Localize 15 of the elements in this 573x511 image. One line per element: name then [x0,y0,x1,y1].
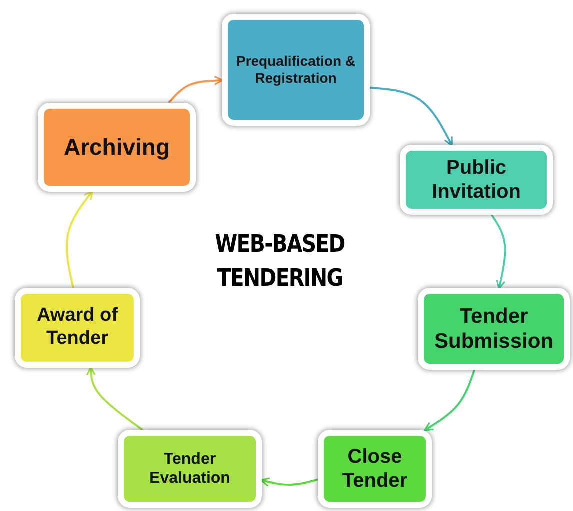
step-label: Tender Evaluation [148,450,232,488]
step-label: Close Tender [341,445,409,493]
arrow [86,366,144,431]
arrow [260,478,318,487]
step-label: Archiving [64,134,170,162]
step-label: Prequalification & Registration [235,53,357,87]
arrow [370,86,453,146]
arrow [491,214,506,290]
arrow [424,370,476,432]
step-label: Public Invitation [431,156,522,204]
step-label: Tender Submission [433,304,555,354]
arrow [66,190,94,288]
diagram-title: WEB-BASED TENDERING [214,229,346,294]
step-label: Award of Tender [36,305,119,351]
arrow [168,76,224,104]
